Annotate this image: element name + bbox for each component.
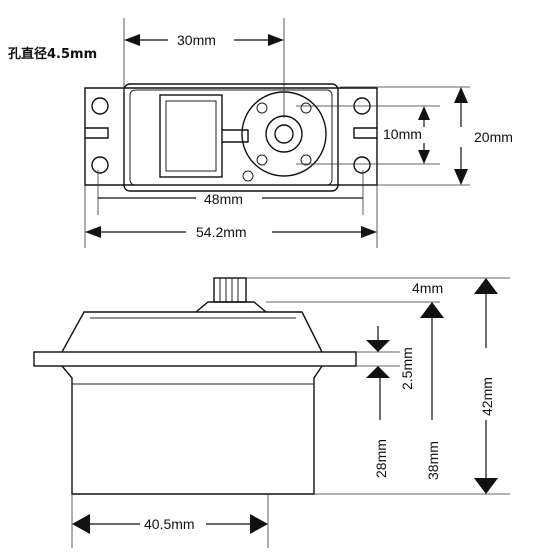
dim-54-2mm-label: 54.2mm — [196, 224, 247, 240]
dim-48mm-label: 48mm — [204, 191, 243, 207]
servo-body-inner — [129, 89, 333, 186]
gear-boss — [195, 301, 267, 313]
housing-screw-4 — [300, 154, 312, 166]
dim-20mm-label: 20mm — [474, 129, 513, 145]
hole-diameter-note: 孔直径4.5mm — [8, 46, 97, 62]
label-window — [159, 94, 223, 178]
dim-30mm-label: 30mm — [177, 32, 216, 48]
label-window-inner — [165, 100, 217, 172]
dim-28mm-label: 28mm — [373, 439, 389, 478]
body-step — [222, 129, 249, 143]
mounting-flange — [84, 87, 378, 186]
output-spline — [213, 277, 247, 303]
top-view — [84, 18, 470, 248]
right-flange-slot — [353, 127, 377, 139]
dim-42mm-label: 42mm — [479, 377, 495, 416]
dim-40-5mm-label: 40.5mm — [144, 516, 195, 532]
mounting-hole-bottom-left — [91, 156, 109, 174]
housing-screw-3 — [256, 154, 268, 166]
side-mounting-flange — [33, 351, 357, 367]
housing-screw-2 — [300, 102, 312, 114]
housing-screw-1 — [256, 102, 268, 114]
mounting-hole-top-left — [91, 97, 109, 115]
dim-38mm-label: 38mm — [425, 441, 441, 480]
dim-2-5mm-label: 2.5mm — [399, 347, 415, 390]
side-view — [33, 277, 510, 548]
servo-body-top — [123, 83, 339, 192]
housing-screw-5 — [242, 170, 254, 182]
output-spline-outer — [265, 115, 303, 153]
upper-case — [61, 311, 323, 353]
output-spline-inner — [274, 124, 294, 144]
left-flange-slot-top — [85, 127, 109, 139]
dim-4mm-label: 4mm — [412, 280, 443, 296]
mounting-hole-bottom-right — [353, 156, 371, 174]
lower-case — [61, 365, 323, 495]
dim-10mm-label: 10mm — [383, 126, 422, 142]
